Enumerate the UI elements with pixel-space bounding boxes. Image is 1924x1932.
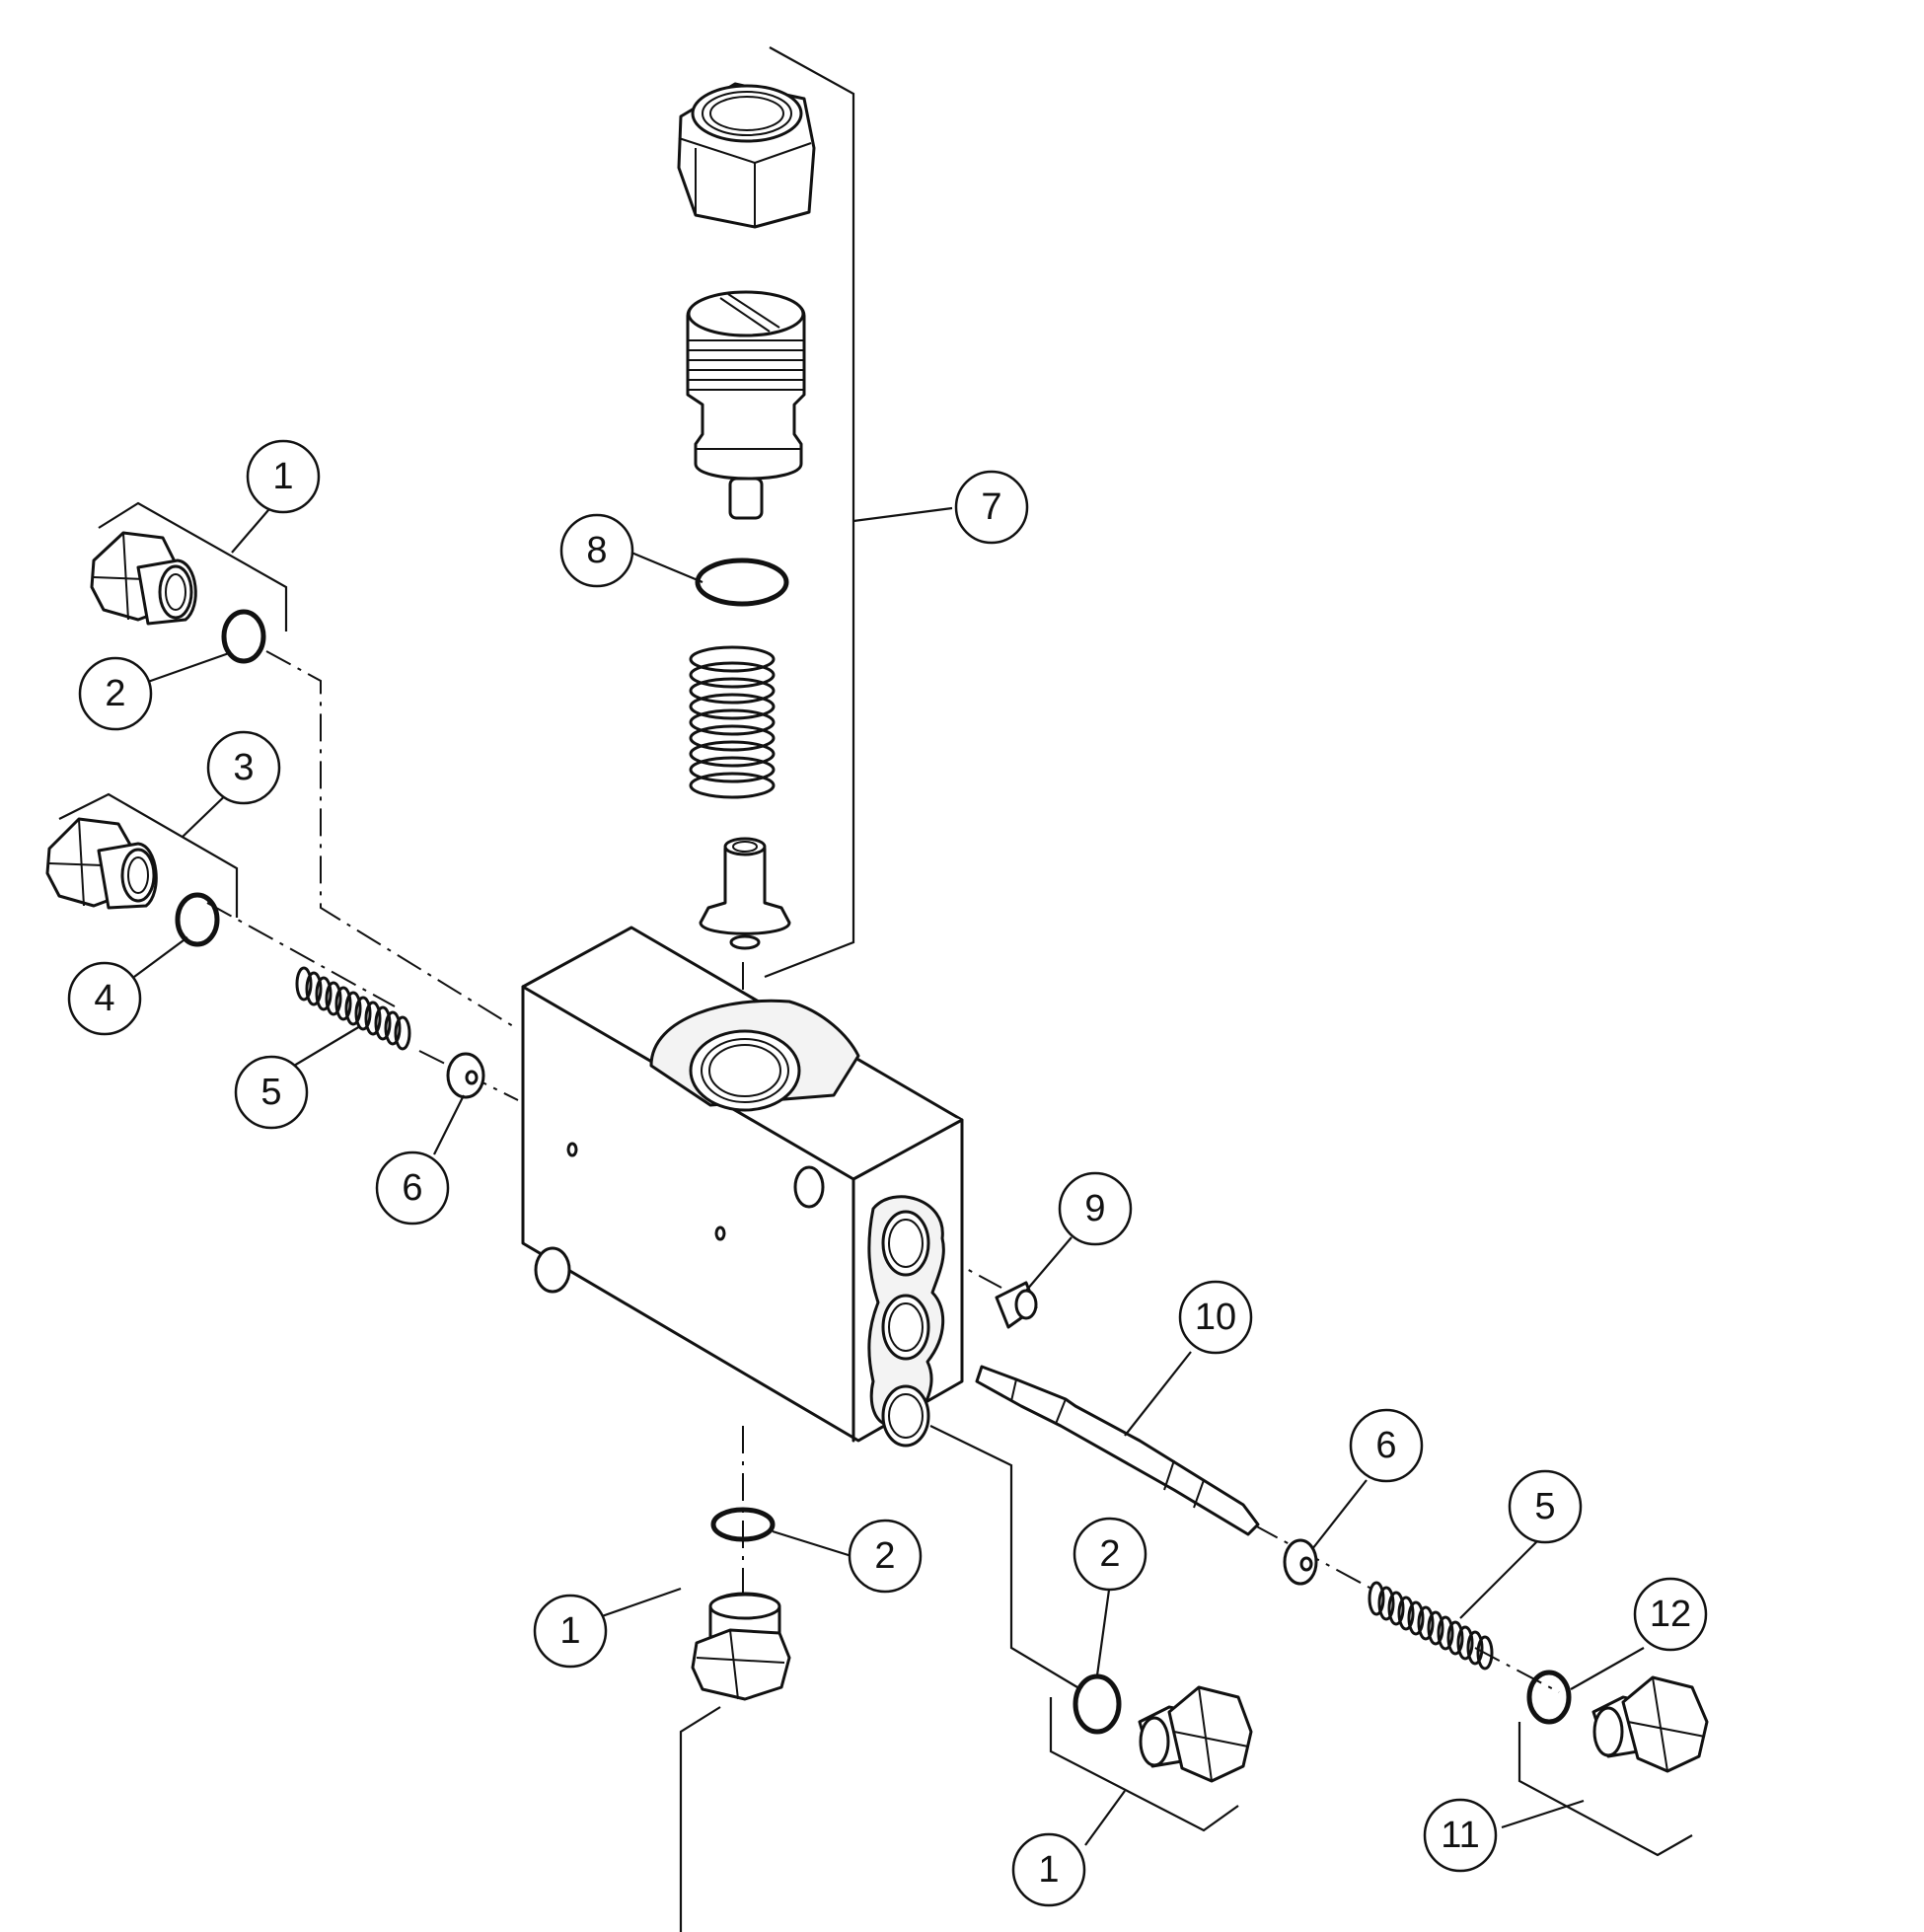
o-ring-12 bbox=[1526, 1670, 1572, 1725]
callout-5-right: 5 bbox=[1508, 1469, 1583, 1544]
plug-upper-left bbox=[90, 531, 197, 626]
callout-label: 8 bbox=[586, 530, 607, 571]
plug-bottom bbox=[691, 1592, 791, 1701]
callout-label: 12 bbox=[1650, 1594, 1691, 1635]
plug-3 bbox=[45, 817, 158, 910]
callout-label: 4 bbox=[94, 978, 114, 1019]
callout-8: 8 bbox=[559, 513, 634, 588]
set-screw-9 bbox=[995, 1281, 1038, 1329]
o-ring-bottom bbox=[710, 1507, 776, 1542]
callout-6-left: 6 bbox=[375, 1151, 450, 1226]
callout-11: 11 bbox=[1423, 1798, 1498, 1873]
callout-4: 4 bbox=[67, 961, 142, 1036]
callout-label: 6 bbox=[1375, 1425, 1396, 1466]
callout-label: 5 bbox=[1534, 1486, 1555, 1527]
plug-lower-right bbox=[1138, 1685, 1253, 1783]
washer-right bbox=[1283, 1538, 1318, 1586]
callout-2-bottom: 2 bbox=[848, 1519, 923, 1594]
o-ring-upper-left bbox=[221, 609, 266, 664]
callout-6-right: 6 bbox=[1349, 1408, 1424, 1483]
spring-right bbox=[1368, 1581, 1494, 1671]
callout-label: 7 bbox=[981, 486, 1001, 528]
washer-left bbox=[446, 1052, 485, 1099]
callout-7: 7 bbox=[954, 470, 1029, 545]
callout-label: 1 bbox=[559, 1610, 580, 1652]
callout-label: 6 bbox=[402, 1167, 422, 1209]
callout-1-upper-left: 1 bbox=[246, 439, 321, 514]
cartridge-nut bbox=[677, 82, 816, 229]
o-ring-4 bbox=[175, 892, 220, 947]
callout-2-lower-right: 2 bbox=[1073, 1517, 1147, 1592]
assembly-brackets bbox=[58, 46, 1693, 1932]
callout-2-upper-left: 2 bbox=[78, 656, 153, 731]
callout-9: 9 bbox=[1058, 1171, 1133, 1246]
plug-11 bbox=[1591, 1675, 1709, 1773]
callout-5-left: 5 bbox=[234, 1055, 309, 1130]
callout-label: 5 bbox=[260, 1072, 281, 1113]
callout-1-lower-right: 1 bbox=[1011, 1832, 1086, 1907]
callout-label: 2 bbox=[1099, 1533, 1120, 1575]
callout-label: 2 bbox=[874, 1535, 895, 1577]
callout-12: 12 bbox=[1633, 1577, 1708, 1652]
callout-label: 11 bbox=[1441, 1815, 1479, 1856]
callout-label: 1 bbox=[272, 456, 293, 497]
callout-label: 1 bbox=[1038, 1849, 1059, 1891]
o-ring-8 bbox=[695, 557, 789, 607]
poppet bbox=[699, 837, 791, 950]
spring-left bbox=[295, 966, 411, 1051]
o-ring-right-lower bbox=[1073, 1673, 1122, 1735]
valve-body bbox=[521, 926, 964, 1448]
callout-label: 2 bbox=[105, 673, 125, 714]
cartridge-valve bbox=[686, 290, 806, 520]
callout-3: 3 bbox=[206, 730, 281, 805]
center-lines bbox=[206, 650, 1560, 1693]
callout-label: 3 bbox=[233, 747, 254, 788]
callout-1-bottom: 1 bbox=[533, 1594, 608, 1669]
vertical-spring bbox=[689, 645, 776, 799]
callout-label: 10 bbox=[1195, 1297, 1236, 1338]
callout-label: 9 bbox=[1084, 1188, 1105, 1229]
callout-10: 10 bbox=[1178, 1280, 1253, 1355]
leader-lines bbox=[133, 502, 1645, 1846]
pin-10 bbox=[975, 1365, 1260, 1536]
